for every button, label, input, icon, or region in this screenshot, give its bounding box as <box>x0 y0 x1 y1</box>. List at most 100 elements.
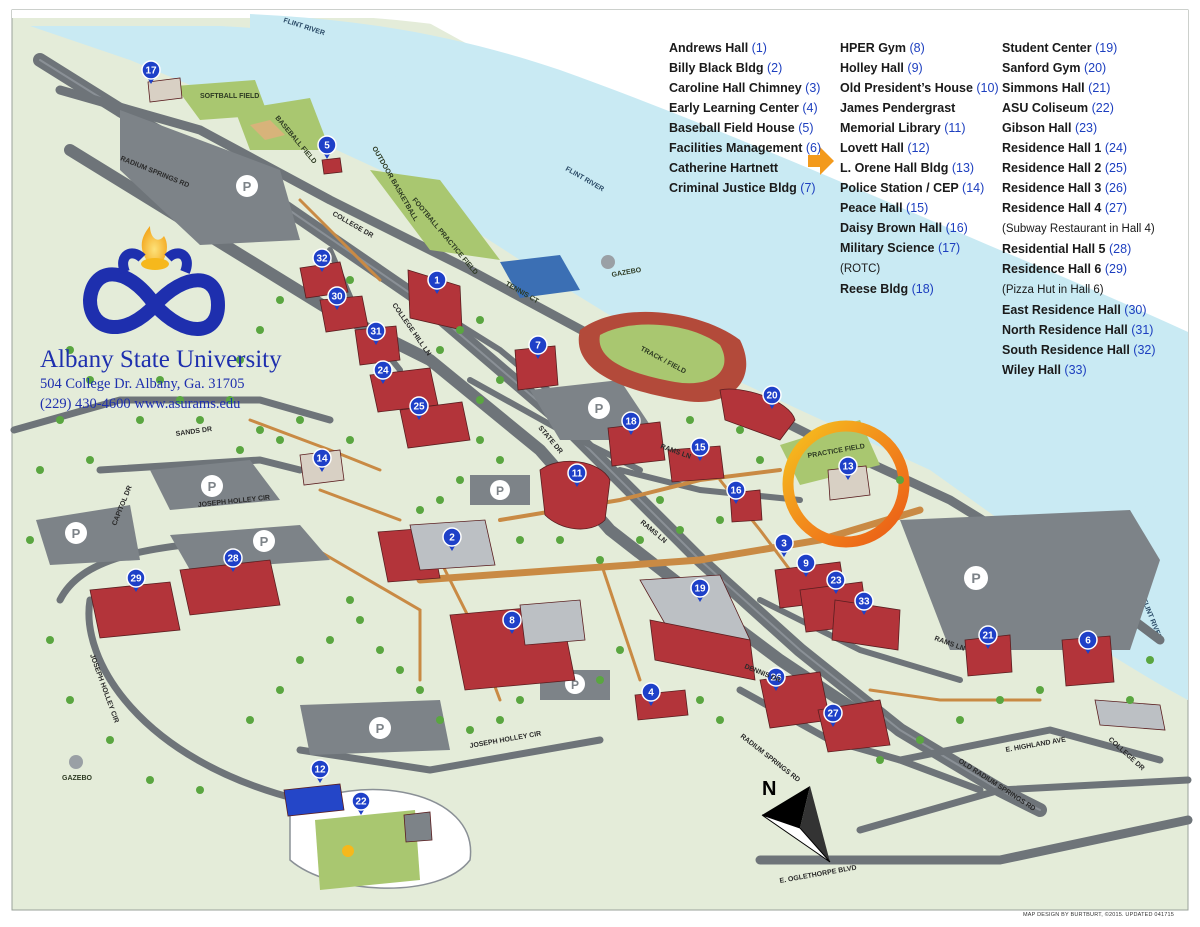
legend-item-name: (Subway Restaurant in Hall 4) <box>1002 223 1155 235</box>
legend-item: Military Science (17) <box>840 238 999 258</box>
pin-label: 18 <box>625 417 637 428</box>
pin-25[interactable]: 25 <box>409 396 429 420</box>
tree-icon <box>996 696 1004 704</box>
legend-item-name: Reese Bldg <box>840 282 909 296</box>
tree-icon <box>736 426 744 434</box>
pin-circle <box>366 321 386 341</box>
legend-item-name: Daisy Brown Hall <box>840 221 943 235</box>
tree-icon <box>716 516 724 524</box>
north-arrow: N <box>761 778 831 863</box>
legend-item-name: HPER Gym <box>840 41 906 55</box>
pin-circle <box>351 791 371 811</box>
tree-icon <box>456 326 464 334</box>
legend-item: ASU Coliseum (22) <box>1002 98 1156 118</box>
legend-item-name: ASU Coliseum <box>1002 101 1089 115</box>
tree-icon <box>46 636 54 644</box>
pin-31[interactable]: 31 <box>366 321 386 345</box>
pin-1[interactable]: 1 <box>427 270 447 294</box>
pin-16[interactable]: 16 <box>726 480 746 504</box>
tree-icon <box>86 376 94 384</box>
legend-item-number: (18) <box>911 282 934 296</box>
legend-item-name: North Residence Hall <box>1002 323 1128 337</box>
pin-circle <box>854 591 874 611</box>
pin-26[interactable]: 26 <box>766 667 786 691</box>
legend-item: Police Station / CEP (14) <box>840 178 999 198</box>
pin-29[interactable]: 29 <box>126 568 146 592</box>
pin-circle <box>826 570 846 590</box>
tree-icon <box>276 296 284 304</box>
pin-label: 25 <box>413 402 425 413</box>
pin-circle <box>310 759 330 779</box>
university-name: Albany State University <box>40 346 282 373</box>
pin-5[interactable]: 5 <box>317 135 337 159</box>
pin-28[interactable]: 28 <box>223 548 243 572</box>
pin-9[interactable]: 9 <box>796 553 816 577</box>
pin-19[interactable]: 19 <box>690 578 710 602</box>
tree-icon <box>26 536 34 544</box>
legend-item-number: (33) <box>1064 363 1087 377</box>
legend-item: Billy Black Bldg (2) <box>669 58 821 78</box>
pin-20[interactable]: 20 <box>762 385 782 409</box>
svg-text:P: P <box>971 570 980 586</box>
tree-icon <box>676 526 684 534</box>
legend-item-name: Residence Hall 4 <box>1002 201 1102 215</box>
legend-item-name: Wiley Hall <box>1002 363 1061 377</box>
pin-label: 11 <box>572 469 583 480</box>
legend-item: Early Learning Center (4) <box>669 98 821 118</box>
pin-label: 27 <box>827 709 839 720</box>
tree-icon <box>256 326 264 334</box>
legend-item: Residence Hall 6 (29) <box>1002 259 1156 279</box>
tree-icon <box>596 556 604 564</box>
pin-3[interactable]: 3 <box>774 533 794 557</box>
tree-icon <box>276 686 284 694</box>
pin-label: 20 <box>766 391 778 402</box>
pin-30[interactable]: 30 <box>327 286 347 310</box>
pin-2[interactable]: 2 <box>442 527 462 551</box>
pin-label: 21 <box>982 631 994 642</box>
pin-22[interactable]: 22 <box>351 791 371 815</box>
pin-33[interactable]: 33 <box>854 591 874 615</box>
legend-item-name: South Residence Hall <box>1002 343 1130 357</box>
legend-item: James Pendergrast <box>840 98 999 118</box>
pin-17[interactable]: 17 <box>141 60 161 84</box>
legend-item-number: (32) <box>1133 343 1156 357</box>
legend-item-number: (31) <box>1131 323 1154 337</box>
pin-18[interactable]: 18 <box>621 411 641 435</box>
pin-15[interactable]: 15 <box>690 437 710 461</box>
pin-11[interactable]: 11 <box>567 463 587 487</box>
legend-item-number: (19) <box>1095 41 1118 55</box>
tree-icon <box>636 536 644 544</box>
pin-circle <box>312 248 332 268</box>
legend-item-name: L. Orene Hall Bldg <box>840 161 949 175</box>
tree-icon <box>346 276 354 284</box>
pin-24[interactable]: 24 <box>373 360 393 384</box>
pin-12[interactable]: 12 <box>310 759 330 783</box>
legend-item: Holley Hall (9) <box>840 58 999 78</box>
tree-icon <box>956 716 964 724</box>
pin-23[interactable]: 23 <box>826 570 846 594</box>
legend-item: Gibson Hall (23) <box>1002 118 1156 138</box>
pin-6[interactable]: 6 <box>1078 630 1098 654</box>
tree-icon <box>656 496 664 504</box>
pin-4[interactable]: 4 <box>641 682 661 706</box>
pin-21[interactable]: 21 <box>978 625 998 649</box>
pin-label: 17 <box>145 66 157 77</box>
pin-8[interactable]: 8 <box>502 610 522 634</box>
legend-item: Residential Hall 5 (28) <box>1002 239 1156 259</box>
pin-14[interactable]: 14 <box>312 448 332 472</box>
pin-circle <box>641 682 661 702</box>
university-info: Albany State University 504 College Dr. … <box>40 346 282 414</box>
pin-label: 7 <box>535 341 541 352</box>
tree-icon <box>686 416 694 424</box>
pin-7[interactable]: 7 <box>528 335 548 359</box>
legend-column-3: Student Center (19)Sanford Gym (20)Simmo… <box>1002 38 1156 380</box>
legend-item-number: (20) <box>1083 61 1107 75</box>
pin-circle <box>978 625 998 645</box>
map-credit: MAP DESIGN BY BURTBURT, ©2015. UPDATED 0… <box>1022 912 1174 918</box>
pin-13[interactable]: 13 <box>838 456 858 480</box>
pin-32[interactable]: 32 <box>312 248 332 272</box>
pin-label: 22 <box>355 797 367 808</box>
pin-27[interactable]: 27 <box>823 703 843 727</box>
north-label: N <box>762 778 776 800</box>
legend-item-number: (27) <box>1104 201 1128 215</box>
